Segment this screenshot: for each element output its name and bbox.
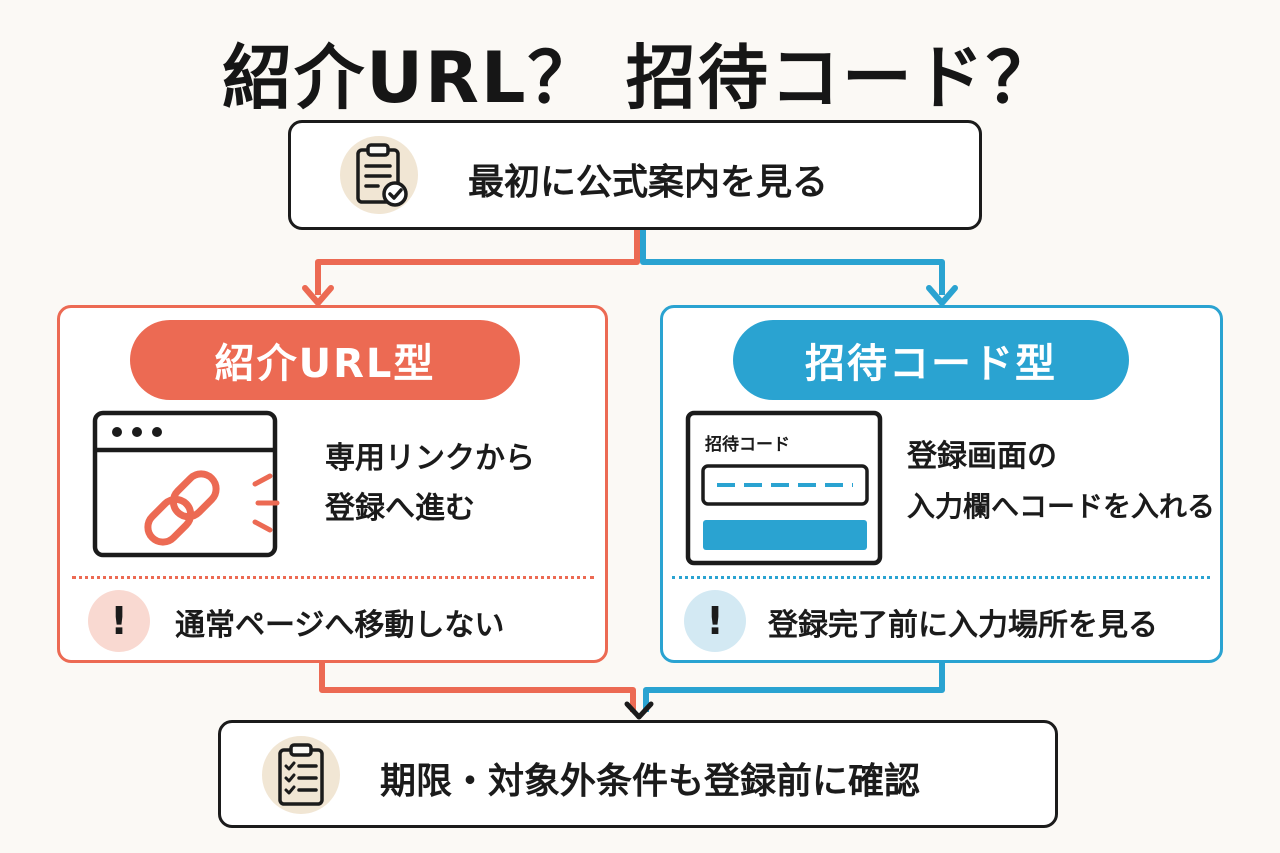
referral-desc-line1: 専用リンクから	[325, 441, 535, 476]
referral-warning-icon: !	[88, 590, 150, 652]
invite-desc-line2: 入力欄へコードを入れる	[907, 490, 1216, 523]
start-step-box	[288, 120, 982, 230]
invite-divider	[672, 576, 1210, 579]
invite-desc-line1: 登録画面の	[907, 439, 1057, 474]
clipboard-check-icon	[356, 143, 408, 207]
invite-code-label: 招待コード型	[733, 320, 1129, 400]
referral-divider	[72, 576, 594, 579]
connector-top-right	[640, 230, 945, 295]
referral-url-label: 紹介URL型	[130, 320, 520, 400]
final-check-text: 期限・対象外条件も登録前に確認	[380, 761, 921, 802]
connector-top-left	[315, 230, 640, 295]
connector-bottom-right	[643, 663, 945, 712]
connector-bottom-left	[319, 663, 636, 712]
code-form-icon	[685, 410, 883, 566]
start-step-text: 最初に公式案内を見る	[468, 162, 829, 203]
final-check-box	[218, 720, 1058, 828]
referral-desc-line2: 登録へ進む	[325, 491, 475, 526]
checklist-icon	[278, 743, 324, 806]
invite-warning-icon: !	[684, 590, 746, 652]
arrowhead-bottom	[624, 701, 654, 720]
arrowhead-right-panel	[926, 285, 958, 306]
invite-warning-text: 登録完了前に入力場所を見る	[768, 608, 1158, 643]
code-form-label: 招待コード	[705, 435, 790, 455]
page-title: 紹介URL？ 招待コード？	[222, 37, 1058, 119]
arrowhead-left-panel	[302, 285, 334, 306]
referral-warning-text: 通常ページへ移動しない	[175, 608, 505, 643]
browser-link-icon	[92, 410, 280, 558]
